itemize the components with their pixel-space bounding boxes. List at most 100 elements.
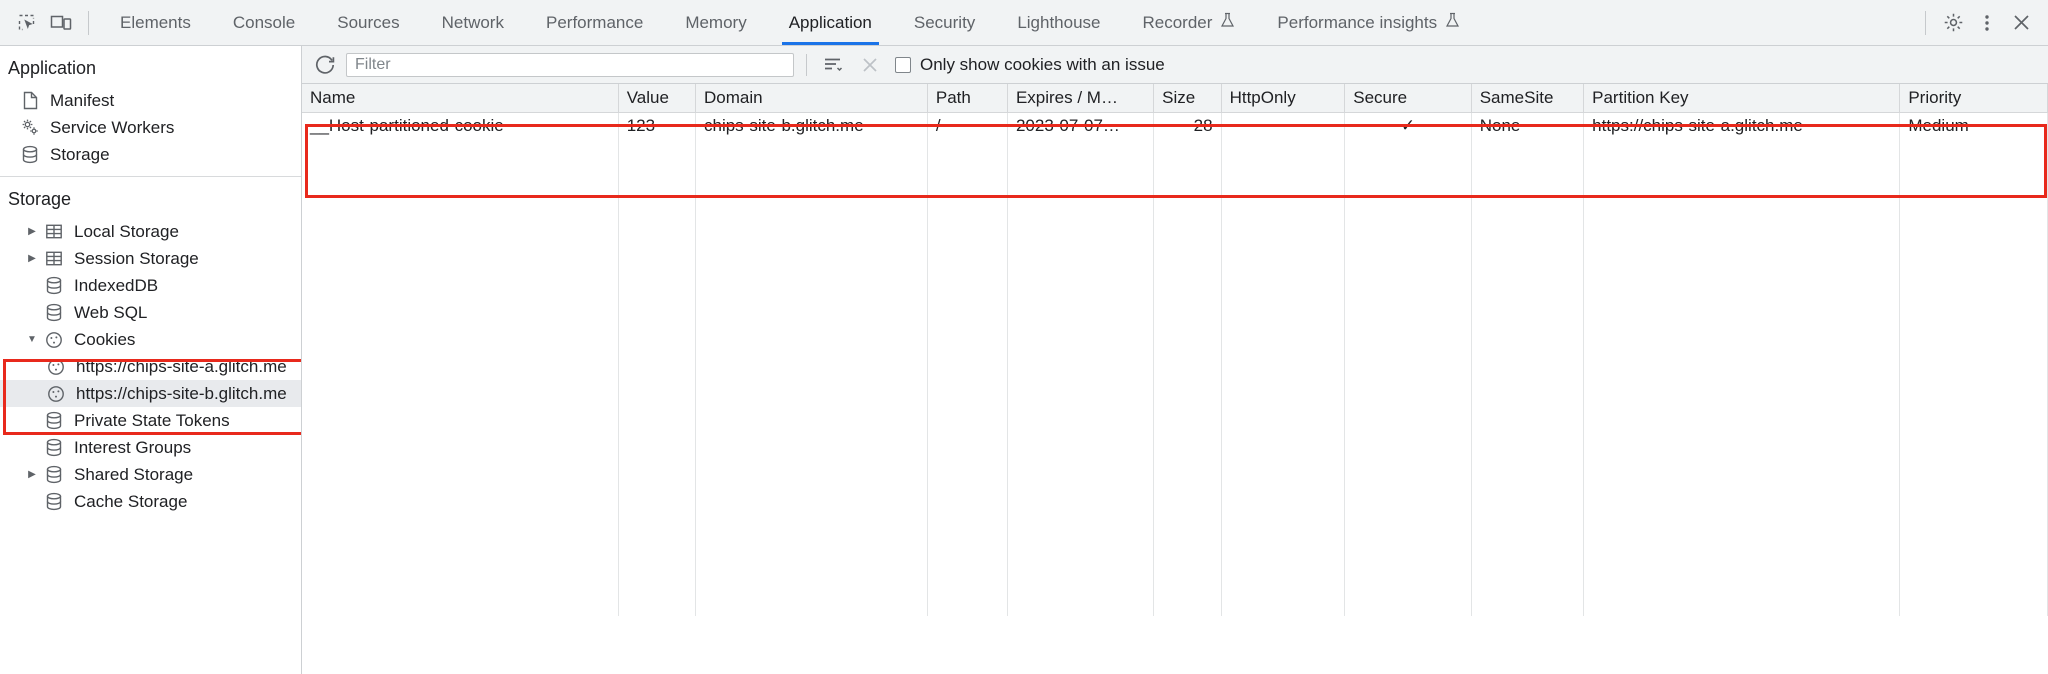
refresh-icon[interactable] bbox=[310, 50, 340, 80]
sidebar-divider bbox=[0, 176, 301, 177]
sidebar-item-cache-storage[interactable]: Cache Storage bbox=[0, 488, 301, 515]
sidebar-section-application-title: Application bbox=[8, 58, 97, 78]
tab-security[interactable]: Security bbox=[893, 0, 996, 45]
tab-performance[interactable]: Performance bbox=[525, 0, 664, 45]
sidebar-section-storage-title: Storage bbox=[8, 189, 72, 209]
chevron-down-icon[interactable]: ▼ bbox=[27, 334, 37, 345]
table-filler-row bbox=[302, 392, 2048, 420]
clear-x-icon[interactable] bbox=[855, 50, 885, 80]
sidebar-item-cookie-origin-a[interactable]: https://chips-site-a.glitch.me bbox=[0, 353, 301, 380]
column-header-secure[interactable]: Secure bbox=[1344, 84, 1472, 113]
cell-path[interactable]: / bbox=[927, 112, 1008, 140]
checkbox-box[interactable] bbox=[895, 56, 911, 73]
sidebar-item-web-sql[interactable]: Web SQL bbox=[0, 299, 301, 326]
table-filler-row bbox=[302, 280, 2048, 308]
cookie-icon bbox=[42, 331, 66, 349]
sidebar-item-shared-storage[interactable]: ▶ Shared Storage bbox=[0, 461, 301, 488]
close-icon[interactable] bbox=[2004, 6, 2038, 40]
table-filler-row bbox=[302, 196, 2048, 224]
cookies-panel: Only show cookies with an issue Name Val… bbox=[302, 46, 2048, 674]
tab-label: Lighthouse bbox=[1017, 12, 1101, 32]
table-filler-row bbox=[302, 140, 2048, 168]
tab-label: Performance bbox=[545, 12, 644, 32]
experiment-flask-icon bbox=[1445, 12, 1460, 33]
cell-size[interactable]: 28 bbox=[1153, 112, 1222, 140]
cell-name[interactable]: __Host-partitioned-cookie bbox=[302, 112, 619, 140]
database-icon bbox=[42, 465, 66, 484]
tab-memory[interactable]: Memory bbox=[664, 0, 767, 45]
table-filler-row bbox=[302, 420, 2048, 448]
panel-tabs: Elements Console Sources Network Perform… bbox=[99, 0, 1481, 45]
device-toolbar-icon[interactable] bbox=[44, 6, 78, 40]
sidebar-item-interest-groups[interactable]: Interest Groups bbox=[0, 434, 301, 461]
column-header-samesite[interactable]: SameSite bbox=[1471, 84, 1585, 113]
sidebar-item-indexeddb[interactable]: IndexedDB bbox=[0, 272, 301, 299]
database-icon bbox=[42, 411, 66, 430]
sidebar-item-cookies[interactable]: ▼ Cookies bbox=[0, 326, 301, 353]
tab-console[interactable]: Console bbox=[212, 0, 316, 45]
sidebar-item-label: Shared Storage bbox=[74, 464, 194, 484]
column-header-value[interactable]: Value bbox=[618, 84, 696, 113]
table-filler-row bbox=[302, 336, 2048, 364]
column-header-partition-key[interactable]: Partition Key bbox=[1583, 84, 1901, 113]
sidebar-item-cookie-origin-b[interactable]: https://chips-site-b.glitch.me bbox=[0, 380, 301, 407]
chevron-right-icon[interactable]: ▶ bbox=[28, 226, 36, 237]
only-show-issues-checkbox[interactable]: Only show cookies with an issue bbox=[895, 55, 1165, 75]
cookies-table-container[interactable]: Name Value Domain Path Expires / M… Size… bbox=[302, 84, 2048, 674]
tab-sources[interactable]: Sources bbox=[316, 0, 420, 45]
chevron-right-icon[interactable]: ▶ bbox=[28, 469, 36, 480]
table-filler-row bbox=[302, 252, 2048, 280]
database-icon bbox=[42, 276, 66, 295]
sidebar-item-label: Storage bbox=[50, 144, 110, 164]
table-header-row: Name Value Domain Path Expires / M… Size… bbox=[302, 84, 2048, 113]
table-filler-row bbox=[302, 560, 2048, 588]
tab-elements[interactable]: Elements bbox=[99, 0, 212, 45]
table-filler-row bbox=[302, 504, 2048, 532]
column-header-priority[interactable]: Priority bbox=[1899, 84, 2048, 113]
cell-domain[interactable]: chips-site-b.glitch.me bbox=[695, 112, 928, 140]
filterbar-divider bbox=[806, 53, 807, 76]
sidebar-item-label: Service Workers bbox=[50, 117, 175, 137]
column-header-domain[interactable]: Domain bbox=[695, 84, 928, 113]
sidebar-item-session-storage[interactable]: ▶ Session Storage bbox=[0, 245, 301, 272]
tab-label: Memory bbox=[685, 12, 747, 32]
tab-lighthouse[interactable]: Lighthouse bbox=[996, 0, 1121, 45]
sidebar-item-local-storage[interactable]: ▶ Local Storage bbox=[0, 218, 301, 245]
cookies-table: Name Value Domain Path Expires / M… Size… bbox=[302, 84, 2048, 616]
column-header-expires[interactable]: Expires / M… bbox=[1007, 84, 1155, 113]
database-icon bbox=[42, 492, 66, 511]
tab-recorder[interactable]: Recorder bbox=[1122, 0, 1257, 45]
column-header-httponly[interactable]: HttpOnly bbox=[1221, 84, 1346, 113]
tab-application[interactable]: Application bbox=[768, 0, 893, 45]
sidebar-item-label: IndexedDB bbox=[74, 275, 159, 295]
cell-expires[interactable]: 2023-07-07… bbox=[1007, 112, 1155, 140]
cell-value[interactable]: 123 bbox=[618, 112, 696, 140]
kebab-menu-icon[interactable] bbox=[1970, 6, 2004, 40]
gear-icon[interactable] bbox=[1936, 6, 1970, 40]
tab-label: Sources bbox=[337, 12, 400, 32]
toolbar-divider-right bbox=[1925, 10, 1926, 35]
cell-secure[interactable]: ✓ bbox=[1344, 112, 1472, 140]
table-filler-row bbox=[302, 588, 2048, 616]
sidebar-item-private-state-tokens[interactable]: Private State Tokens bbox=[0, 407, 301, 434]
sidebar-item-label: Session Storage bbox=[74, 248, 199, 268]
filter-list-icon[interactable] bbox=[819, 50, 849, 80]
chevron-right-icon[interactable]: ▶ bbox=[28, 253, 36, 264]
sidebar-item-service-workers[interactable]: Service Workers bbox=[0, 114, 301, 141]
table-row[interactable]: __Host-partitioned-cookie 123 chips-site… bbox=[302, 112, 2048, 140]
cell-priority[interactable]: Medium bbox=[1899, 112, 2048, 140]
sidebar-item-manifest[interactable]: Manifest bbox=[0, 87, 301, 114]
column-header-path[interactable]: Path bbox=[927, 84, 1008, 113]
cookie-icon bbox=[44, 358, 68, 376]
sidebar-item-storage[interactable]: Storage bbox=[0, 141, 301, 168]
column-header-size[interactable]: Size bbox=[1153, 84, 1222, 113]
cell-partition-key[interactable]: https://chips-site-a.glitch.me bbox=[1583, 112, 1901, 140]
column-header-name[interactable]: Name bbox=[302, 84, 619, 113]
tab-network[interactable]: Network bbox=[421, 0, 525, 45]
inspect-element-icon[interactable] bbox=[10, 6, 44, 40]
cell-httponly[interactable] bbox=[1221, 112, 1346, 140]
tab-performance-insights[interactable]: Performance insights bbox=[1256, 0, 1481, 45]
sidebar-item-label: Interest Groups bbox=[74, 437, 192, 457]
filter-input[interactable] bbox=[346, 52, 794, 77]
cell-samesite[interactable]: None bbox=[1471, 112, 1585, 140]
